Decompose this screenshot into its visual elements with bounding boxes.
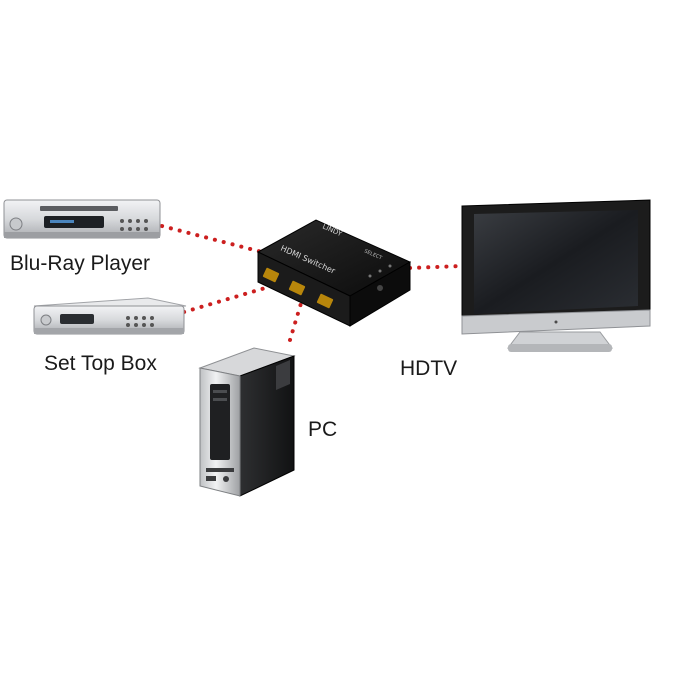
- bluray-player-label: Blu-Ray Player: [10, 252, 151, 275]
- connection-pc-switch: [288, 298, 304, 342]
- hdmi-switcher: HDMI Switcher LINDY SELECT: [256, 219, 412, 327]
- bluray-player: [3, 199, 161, 239]
- connection-lines: [160, 224, 464, 342]
- hdtv-label: HDTV: [400, 357, 458, 380]
- connection-switch-tv: [408, 264, 464, 270]
- pc-label: PC: [308, 418, 338, 441]
- set-top-box-label: Set Top Box: [44, 352, 157, 375]
- set-top-box: [33, 297, 187, 335]
- connection-stb-switch: [182, 284, 274, 314]
- connection-bluray-switch: [160, 224, 264, 254]
- hdtv: [461, 199, 651, 352]
- pc-tower: [198, 347, 296, 497]
